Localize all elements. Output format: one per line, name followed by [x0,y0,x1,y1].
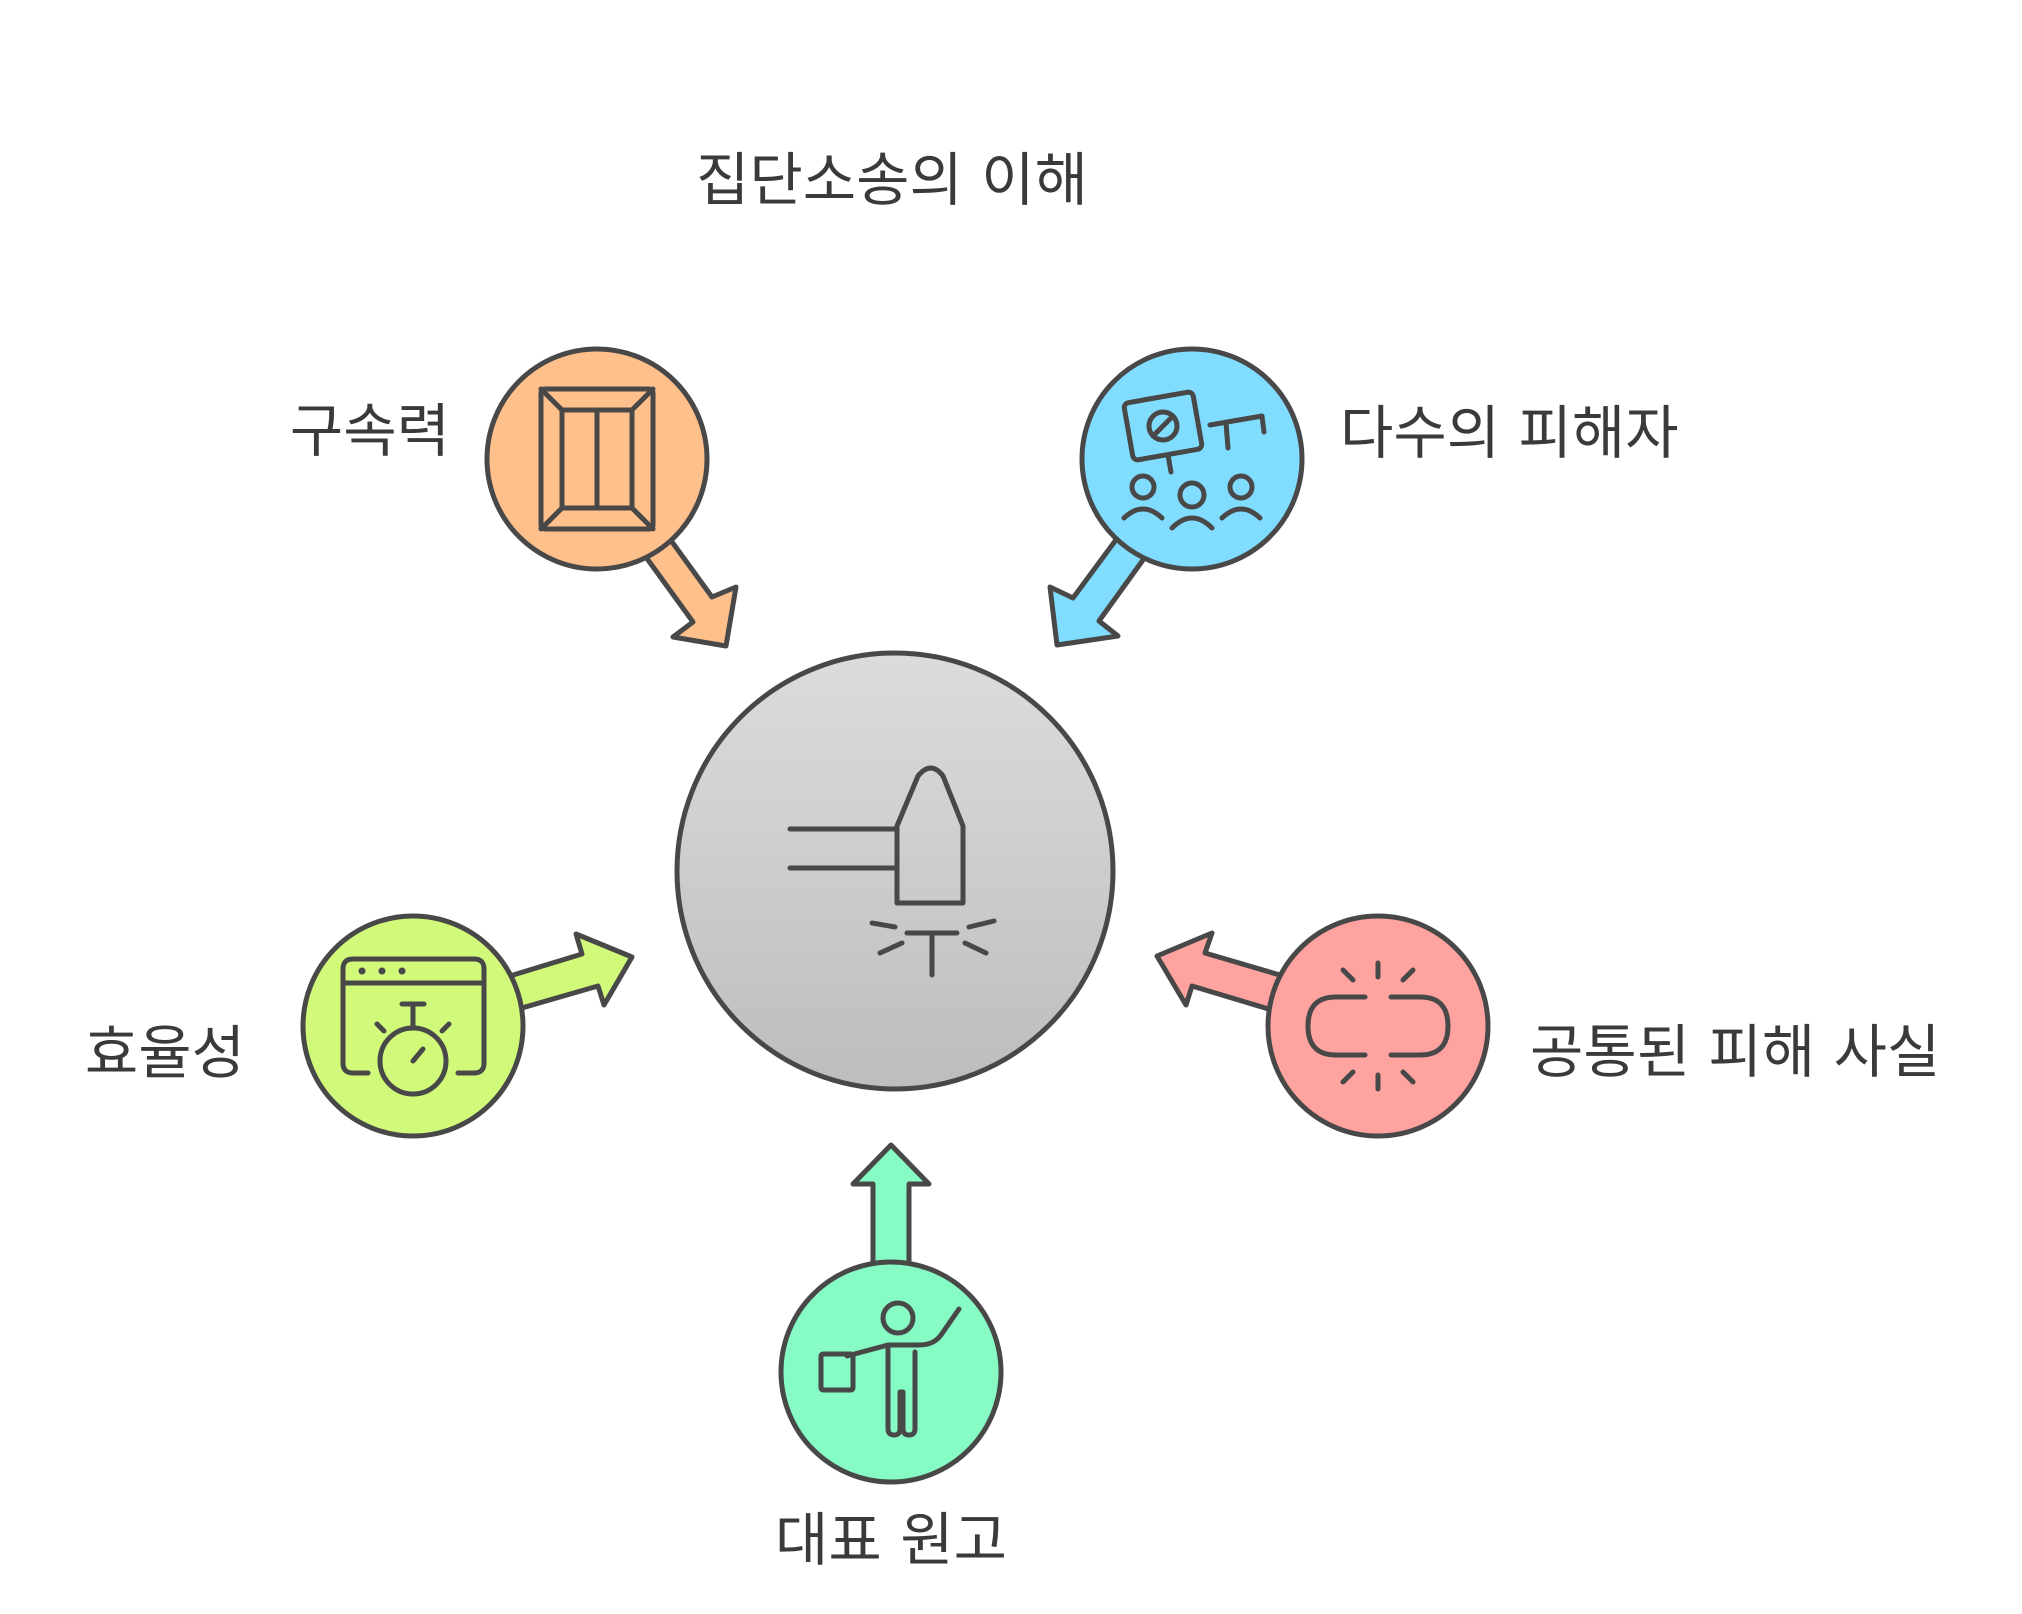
document-icon [538,386,656,532]
binding-label: 구속력 [290,397,450,465]
binding-arrow [640,532,739,649]
common-facts-label: 공통된 피해 사실 [1530,1018,1940,1086]
representative-arrow [850,1142,932,1273]
victims-arrow [1047,530,1151,648]
victims-circle [1079,346,1305,572]
broken-link-icon [1305,960,1451,1092]
representative-circle [778,1259,1004,1485]
gavel-icon [787,765,997,978]
protest-group-icon [1121,389,1267,531]
node-common-facts: 공통된 피해 사실 [1154,913,1940,1139]
common-facts-circle [1265,913,1491,1139]
representative-label: 대표 원고 [775,1506,1007,1574]
common-facts-arrow [1154,930,1293,1014]
person-flag-icon [818,1300,962,1438]
victims-label: 다수의 피해자 [1340,399,1679,467]
center-node [674,650,1116,1092]
node-representative: 대표 원고 [775,1142,1007,1574]
node-victims: 다수의 피해자 [1047,346,1679,648]
node-efficiency: 효율성 [85,913,635,1139]
efficiency-label: 효율성 [85,1019,245,1087]
diagram-title: 집단소송의 이해 [696,146,1088,214]
node-binding: 구속력 [290,346,739,649]
stopwatch-window-icon [340,956,487,1097]
